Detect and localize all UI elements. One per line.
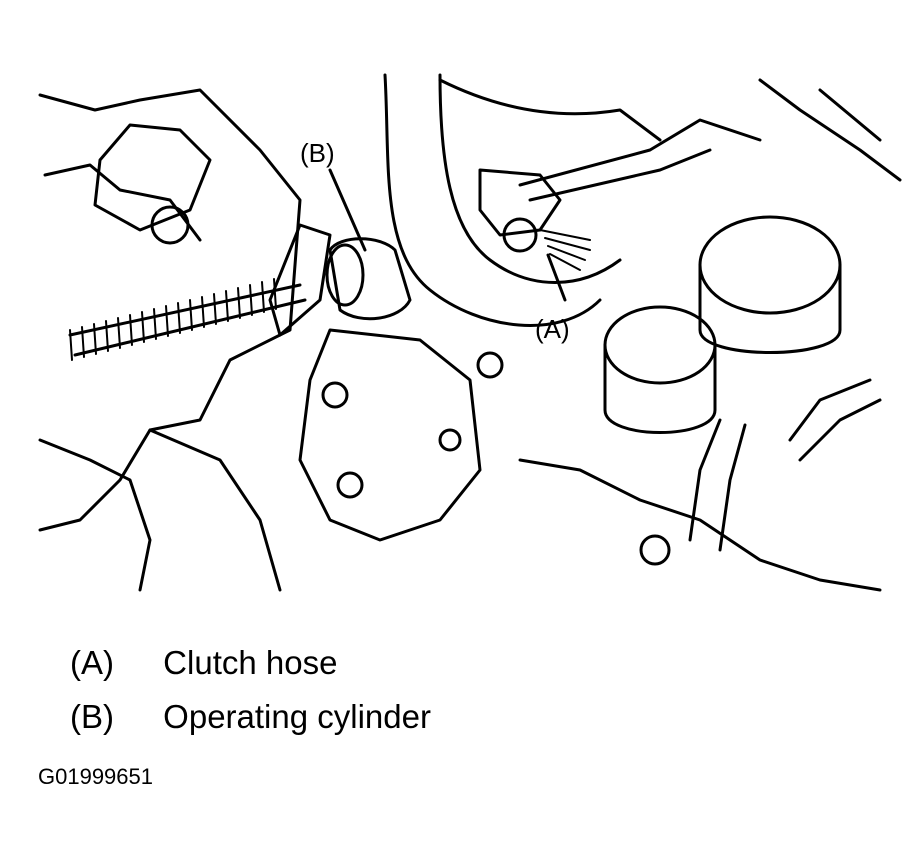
bleeder-nut	[502, 217, 538, 253]
push-rod	[73, 298, 307, 357]
rod-threads	[69, 278, 277, 361]
upper-mount	[93, 123, 212, 232]
push-rod	[68, 283, 302, 337]
right-frame	[758, 78, 902, 182]
bolt-head	[336, 471, 364, 499]
legend-label-b: Operating cylinder	[163, 698, 431, 735]
housing-ridge	[43, 163, 202, 242]
clutch-hose-coil	[539, 229, 591, 271]
coolant-hose-inner	[438, 73, 622, 284]
brake-line	[528, 148, 712, 202]
lower-right-housing	[518, 458, 882, 592]
center-bracket	[298, 328, 482, 542]
legend-label-a: Clutch hose	[163, 644, 338, 681]
bolt-head	[639, 534, 671, 566]
lower-bracket	[148, 428, 282, 592]
callout-b-label: (B)	[300, 138, 335, 168]
reservoir-body	[698, 263, 842, 354]
reservoir-cap	[698, 215, 842, 315]
mount-hole	[150, 205, 190, 245]
bolt-head	[476, 351, 504, 379]
bolt-head	[321, 381, 349, 409]
figure-code: G01999651	[38, 764, 153, 789]
lower-housing	[38, 438, 152, 592]
coolant-hose	[383, 73, 602, 327]
bolt-head	[438, 428, 462, 452]
callout-b-leader	[328, 168, 367, 252]
reservoir-base	[603, 305, 717, 385]
cylinder-bracket	[268, 223, 332, 337]
brake-line	[518, 118, 762, 187]
callout-a-label: (A)	[535, 314, 570, 344]
hose-fitting	[478, 168, 562, 237]
cable	[788, 378, 872, 442]
callout-a-leader	[546, 253, 567, 302]
transmission-housing	[38, 88, 302, 532]
legend-key-b: (B)	[70, 698, 114, 735]
operating-cylinder	[328, 237, 412, 321]
cable	[798, 398, 882, 462]
legend-key-a: (A)	[70, 644, 114, 681]
right-frame	[818, 88, 882, 142]
reservoir-mount	[603, 343, 717, 434]
cylinder-end	[325, 243, 365, 307]
legend-row-a: (A) Clutch hose	[70, 646, 337, 679]
coolant-hose-top	[438, 78, 662, 142]
legend-row-b: (B) Operating cylinder	[70, 700, 431, 733]
fluid-line	[718, 423, 747, 552]
engine-line-drawing: (B) (A)	[38, 73, 902, 592]
